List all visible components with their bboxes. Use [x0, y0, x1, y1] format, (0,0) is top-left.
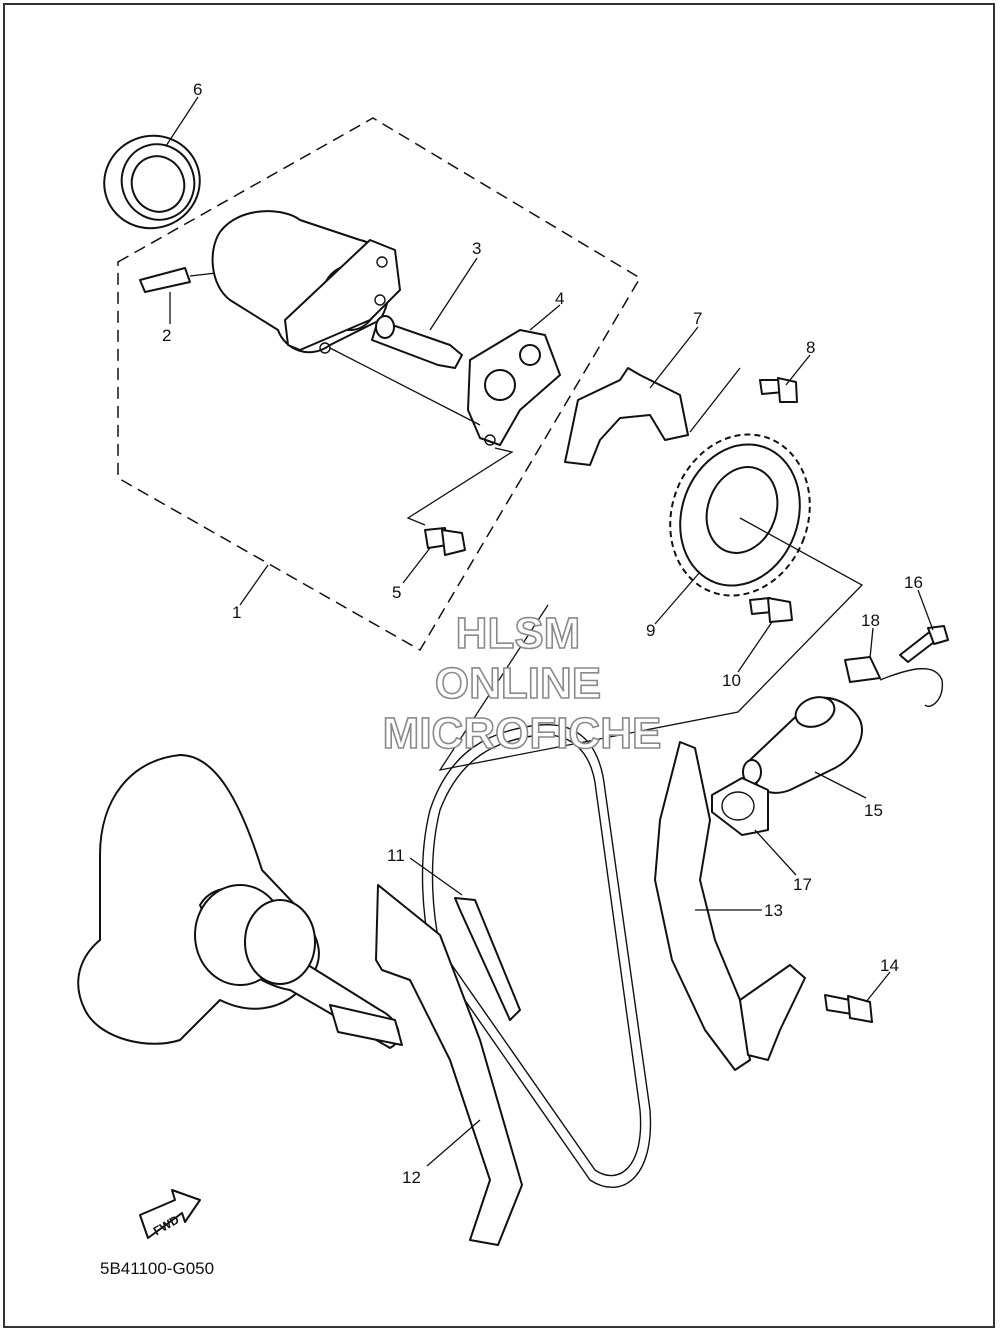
- callout-numbers: 1 2 3 4 5 6 7 8 9 10 11 12 13 14 15 16 1…: [162, 80, 923, 1187]
- fwd-arrow-icon: FWD: [139, 1189, 201, 1239]
- callout-5: 5: [392, 583, 401, 602]
- crankshaft: [77, 754, 403, 1049]
- leader-lines: [165, 96, 934, 1167]
- gasket-17: [711, 777, 769, 836]
- callout-9: 9: [646, 621, 655, 640]
- bearing-6: [103, 134, 201, 230]
- tensioner-15: [742, 696, 863, 794]
- callout-6: 6: [193, 80, 202, 99]
- bolt-10: [749, 597, 793, 623]
- chain-guide-13: [654, 741, 806, 1071]
- leader-sprocket: [438, 517, 864, 771]
- shaft-3: [371, 315, 463, 369]
- callout-1: 1: [232, 603, 241, 622]
- callout-11: 11: [387, 846, 405, 865]
- diagram-code: 5B41100-G050: [100, 1259, 214, 1278]
- bolt-16: [899, 625, 949, 663]
- callout-8: 8: [806, 338, 815, 357]
- watermark-line1: HLSM: [456, 609, 581, 658]
- bolt-14: [824, 994, 873, 1023]
- callout-2: 2: [162, 326, 171, 345]
- leader-bolt8: [689, 367, 741, 433]
- cam-chain-11: [421, 724, 652, 1189]
- plate-4: [467, 329, 561, 446]
- callout-15: 15: [864, 801, 883, 820]
- callout-4: 4: [555, 289, 564, 308]
- callout-12: 12: [402, 1168, 421, 1187]
- clip-18: [844, 656, 944, 707]
- callout-14: 14: [880, 956, 899, 975]
- watermark-line3: MICROFICHE: [383, 709, 662, 758]
- callout-3: 3: [472, 239, 481, 258]
- callout-7: 7: [693, 309, 702, 328]
- callout-16: 16: [904, 573, 923, 592]
- chain-guide-12: [375, 884, 523, 1246]
- callout-10: 10: [722, 671, 741, 690]
- watermark: HLSM ONLINE MICROFICHE: [382, 608, 662, 759]
- bolt-5: [424, 527, 466, 556]
- callout-13: 13: [764, 901, 783, 920]
- leader-cam-to-plate: [329, 347, 481, 426]
- bolt-8: [759, 377, 798, 403]
- sprocket-9: [669, 433, 811, 597]
- callout-17: 17: [793, 875, 812, 894]
- callout-18: 18: [861, 611, 880, 630]
- camshaft: [211, 210, 401, 354]
- plate-7: [564, 367, 689, 466]
- assembly-boundary-1: [117, 117, 642, 652]
- leader-plate-to-bolt: [406, 447, 514, 526]
- watermark-line2: ONLINE: [435, 659, 601, 708]
